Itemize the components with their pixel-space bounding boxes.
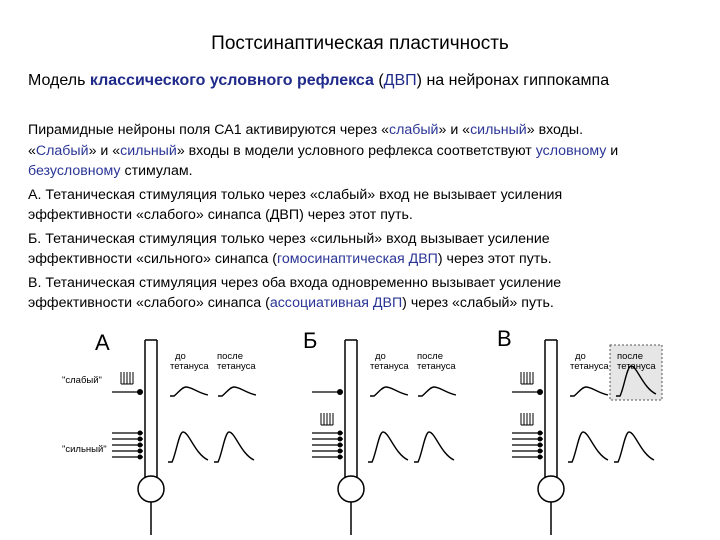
panel-label: Б: [303, 328, 317, 353]
panel-2: Б: [303, 328, 457, 535]
strong-response-before: [168, 431, 209, 463]
before-label-line2: тетануса: [370, 361, 409, 372]
strong-synapse: [337, 448, 343, 454]
strong-input-label: "сильный": [62, 444, 107, 455]
intro-strong: сильный: [470, 122, 527, 138]
weak-response-after: [418, 386, 457, 397]
intro-s3: » входы.: [526, 122, 584, 138]
ltp-diagram: АдотетанусапослететанусаБдотетанусапосле…: [62, 326, 663, 535]
subtitle-highlight: классического условного рефлекса: [89, 72, 374, 89]
para-c-pre: эффективности «слабого» синапса (: [28, 295, 270, 311]
para-b-line1: Б. Тетаническая стимуляция только через …: [28, 230, 550, 247]
para-b-pre: эффективности «сильного» синапса (: [28, 251, 277, 267]
weak-response-after: [218, 386, 257, 397]
subtitle-abbr: ДВП: [383, 72, 417, 89]
weak-synapse: [137, 389, 143, 395]
subtitle-open: (: [373, 72, 384, 89]
intro-s7: и: [606, 142, 619, 159]
soma: [337, 475, 365, 503]
strong-synapse: [537, 442, 543, 448]
before-label-line1: до: [575, 351, 586, 362]
strong-synapse: [137, 442, 143, 448]
strong-response-after: [414, 431, 455, 463]
panel-label: А: [95, 330, 110, 355]
strong-synapse: [137, 436, 143, 442]
intro-strong-2: сильный: [120, 142, 177, 159]
intro-weak-2: Слабый: [35, 142, 89, 159]
para-b-highlight: гомосинаптическая ДВП: [276, 251, 438, 267]
para-a-line2: эффективности «слабого» синапса (ДВП) че…: [28, 207, 413, 223]
after-label-line1: после: [617, 351, 643, 362]
panel-label: В: [497, 326, 512, 351]
after-label-line2: тетануса: [617, 361, 656, 372]
para-a-line1: А. Тетаническая стимуляция только через …: [28, 186, 563, 203]
subtitle-post: ) на нейронах гиппокампа: [416, 72, 610, 89]
para-c-line1: В. Тетаническая стимуляция через оба вхо…: [28, 274, 562, 291]
intro-s2: » и «: [438, 122, 471, 138]
weak-synapse: [537, 389, 543, 395]
paragraph-c: В. Тетаническая стимуляция через оба вхо…: [28, 273, 703, 314]
before-label-line1: до: [175, 351, 186, 362]
strong-synapse: [137, 454, 143, 460]
weak-response-before: [570, 386, 609, 397]
strong-synapse: [137, 448, 143, 454]
weak-response-after: [616, 365, 657, 397]
before-label-line2: тетануса: [570, 361, 609, 372]
page-title: Постсинаптическая пластичность: [211, 33, 509, 54]
strong-response-after: [214, 431, 255, 463]
body-text: Пирамидные нейроны поля СА1 активируются…: [28, 120, 703, 317]
intro-s1: Пирамидные нейроны поля СА1 активируются…: [28, 122, 389, 138]
strong-synapse: [337, 442, 343, 448]
before-label-line2: тетануса: [170, 361, 209, 372]
intro-conditioned: условному: [535, 142, 607, 159]
weak-response-before: [370, 386, 409, 397]
subtitle-pre: Модель: [28, 72, 90, 89]
weak-synapse: [337, 389, 343, 395]
soma: [137, 475, 165, 503]
para-b-post: ) через этот путь.: [437, 251, 552, 267]
paragraph-b: Б. Тетаническая стимуляция только через …: [28, 229, 703, 270]
intro-s4: «: [28, 142, 36, 159]
intro-s8: стимулам.: [120, 163, 193, 179]
strong-response-before: [568, 431, 609, 463]
weak-input-label: "слабый": [62, 375, 102, 386]
strong-synapse: [337, 436, 343, 442]
strong-synapse: [537, 430, 543, 436]
intro-weak: слабый: [388, 122, 439, 138]
panel-3: В: [497, 326, 663, 535]
strong-synapse: [337, 430, 343, 436]
intro-s6: » входы в модели условного рефлекса соот…: [176, 142, 536, 159]
after-label-line1: после: [217, 351, 243, 362]
soma: [537, 475, 565, 503]
strong-response-after: [614, 431, 655, 463]
associative-ltp-box: [609, 344, 663, 401]
weak-response-before: [170, 386, 209, 397]
strong-synapse: [537, 436, 543, 442]
intro-s5: » и «: [88, 142, 121, 159]
strong-synapse: [137, 430, 143, 436]
paragraph-a: А. Тетаническая стимуляция только через …: [28, 185, 703, 226]
intro-paragraph: Пирамидные нейроны поля СА1 активируются…: [28, 120, 703, 182]
after-label-line2: тетануса: [417, 361, 456, 372]
panel-1: А: [95, 330, 257, 535]
intro-unconditioned: безусловному: [28, 163, 121, 179]
strong-synapse: [537, 454, 543, 460]
before-label-line1: до: [375, 351, 386, 362]
para-c-highlight: ассоциативная ДВП: [269, 295, 403, 311]
strong-synapse: [337, 454, 343, 460]
strong-response-before: [368, 431, 409, 463]
strong-synapse: [537, 448, 543, 454]
subtitle: Модель классического условного рефлекса …: [28, 72, 609, 90]
para-c-post: ) через «слабый» путь.: [402, 295, 554, 311]
after-label-line2: тетануса: [217, 361, 256, 372]
after-label-line1: после: [417, 351, 443, 362]
